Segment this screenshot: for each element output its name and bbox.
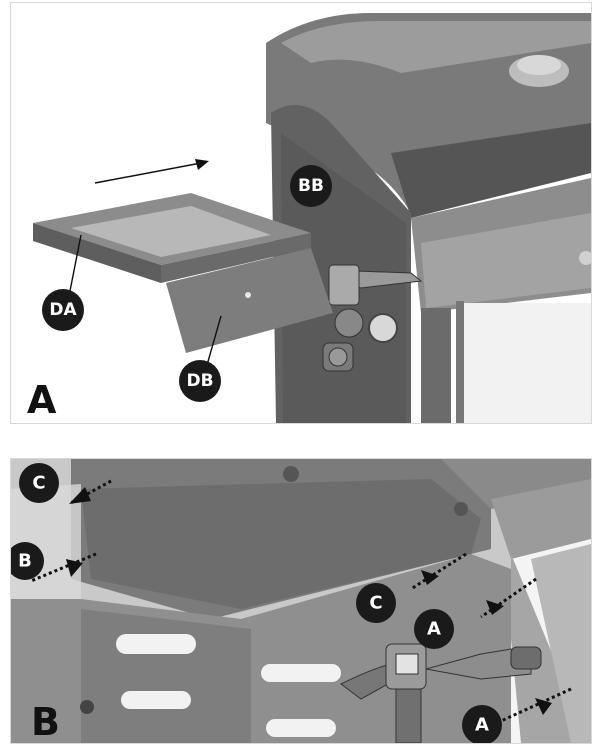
- callout-bb: BB: [290, 165, 332, 207]
- callout-c-top-label: C: [32, 473, 45, 494]
- grill-lid: [266, 13, 591, 218]
- dashed-arrows: [30, 479, 572, 723]
- callout-a-mid: A: [414, 609, 454, 649]
- direction-arrow: [94, 159, 209, 184]
- side-shelf: [33, 193, 333, 353]
- callout-b-left: B: [11, 542, 44, 580]
- leader-lines: [68, 234, 222, 366]
- arrow-heads: [66, 487, 552, 715]
- panel-b: C B C A A B: [10, 458, 592, 744]
- callout-da-label: DA: [49, 300, 77, 320]
- callout-da: DA: [42, 289, 84, 331]
- callout-a-bottom: A: [462, 705, 502, 743]
- gas-valve-assembly-b: [340, 643, 542, 743]
- callout-bb-label: BB: [298, 176, 324, 196]
- panel-a-illustration: BB DA DB A: [27, 13, 591, 423]
- grill-front-panel: [411, 178, 591, 423]
- callout-c-top: C: [19, 463, 59, 503]
- callout-c-mid-label: C: [369, 593, 382, 614]
- callout-db: DB: [179, 360, 221, 402]
- callout-b-left-label: B: [18, 551, 32, 572]
- panel-a: BB DA DB A: [10, 2, 592, 424]
- gas-valve-assembly: [322, 264, 423, 372]
- panel-a-label: A: [27, 378, 57, 422]
- callout-db-label: DB: [186, 371, 213, 391]
- grill-front-right: [441, 459, 591, 743]
- callout-a-bottom-label: A: [475, 715, 489, 736]
- shelf-translucent: [11, 459, 591, 743]
- panel-b-label: B: [31, 700, 60, 743]
- callout-a-mid-label: A: [427, 619, 441, 640]
- callout-c-mid: C: [356, 583, 396, 623]
- panel-b-illustration: C B C A A B: [11, 459, 591, 743]
